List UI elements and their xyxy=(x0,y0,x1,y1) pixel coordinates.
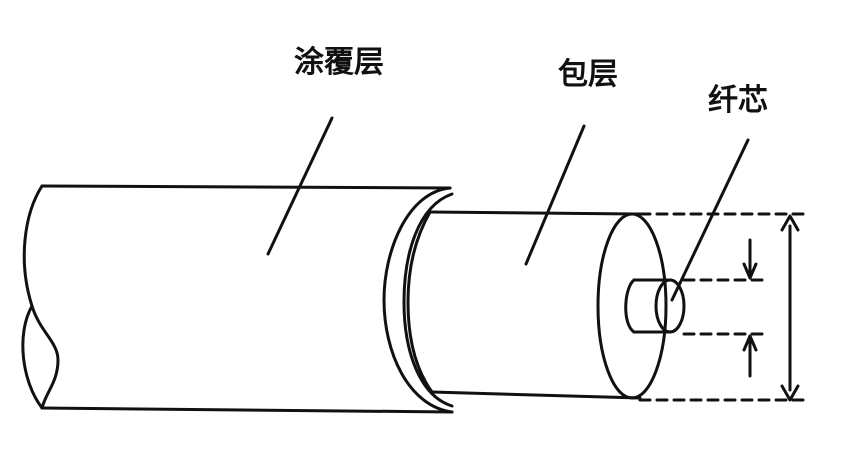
cladding-top-edge xyxy=(428,210,642,216)
coating-end-face xyxy=(382,186,454,414)
coating-end-face-inner xyxy=(402,192,454,408)
coating-layer xyxy=(21,184,454,414)
cladding-end-face xyxy=(596,212,668,400)
coating-leader-line xyxy=(266,116,334,256)
coating-top-edge xyxy=(40,184,452,190)
cladding-back-edge xyxy=(406,210,434,394)
core-leader-line xyxy=(670,138,750,302)
core-diameter-dimension xyxy=(742,238,758,378)
cladding-dimension-arrow-bottom xyxy=(780,384,800,402)
core-back-edge xyxy=(624,278,636,334)
core-dimension-arrow-bottom xyxy=(742,334,758,352)
core-end-face xyxy=(654,278,686,334)
cladding-dimension-arrow-top xyxy=(780,214,800,232)
cladding-diameter-dimension xyxy=(780,214,800,402)
cladding-label: 包层 xyxy=(558,57,618,92)
coating-broken-end xyxy=(22,184,60,410)
coating-label: 涂覆层 xyxy=(294,45,384,80)
cladding-bottom-edge xyxy=(430,390,642,400)
core xyxy=(624,278,686,334)
cladding-leader-line xyxy=(524,124,586,266)
cladding-layer xyxy=(406,210,668,400)
core-dimension-arrow-top xyxy=(742,262,758,280)
dimension-extension-lines xyxy=(638,212,808,402)
core-label: 纤芯 xyxy=(708,83,768,118)
coating-bottom-edge xyxy=(40,406,454,414)
coating-broken-end-inner xyxy=(21,304,44,410)
